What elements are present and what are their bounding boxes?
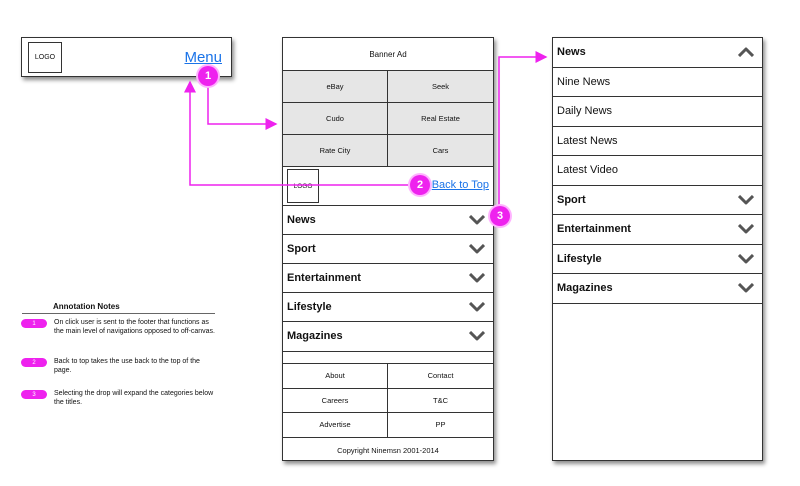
banner-ad: Banner Ad — [369, 49, 407, 59]
footer-link[interactable]: T&C — [388, 388, 493, 414]
header-logo: LOGO — [28, 42, 62, 73]
section-label: Magazines — [557, 282, 613, 295]
sub-item-daily-news[interactable]: Daily News — [553, 97, 762, 127]
partner-link[interactable]: Cars — [388, 135, 493, 167]
note-pill-2: 2 — [21, 358, 47, 367]
section-label: Magazines — [287, 330, 343, 342]
arrow-expand-drop — [498, 51, 548, 206]
back-to-top-link[interactable]: Back to Top — [431, 179, 489, 191]
section-label: Lifestyle — [557, 252, 602, 265]
footer-link[interactable]: Advertise — [283, 413, 388, 438]
footer-nav-wireframe: Banner Ad eBay Seek Cudo Real Estate Rat… — [282, 37, 494, 461]
copyright-text: Copyright Ninemsn 2001-2014 — [283, 437, 493, 462]
notes-title: Annotation Notes — [53, 302, 120, 311]
expanded-nav-wireframe: News Nine News Daily News Latest News La… — [552, 37, 763, 461]
section-row-sport[interactable]: Sport — [283, 234, 493, 263]
annotation-badge-2: 2 — [410, 175, 430, 195]
chevron-down-icon — [738, 224, 754, 234]
annotation-badge-1: 1 — [198, 66, 218, 86]
section-label: Lifestyle — [287, 301, 332, 313]
menu-link[interactable]: Menu — [184, 49, 222, 66]
chevron-down-icon — [469, 273, 485, 283]
footer-logo: LOGO — [287, 169, 319, 203]
chevron-down-icon — [738, 283, 754, 293]
partner-link[interactable]: Rate City — [283, 135, 388, 167]
section-row-magazines[interactable]: Magazines — [553, 274, 762, 304]
chevron-down-icon — [469, 244, 485, 254]
section-label: Entertainment — [287, 272, 361, 284]
sub-item-latest-news[interactable]: Latest News — [553, 127, 762, 156]
partner-links-grid: eBay Seek Cudo Real Estate Rate City Car… — [283, 70, 493, 167]
chevron-down-icon — [738, 253, 754, 264]
footer-link[interactable]: About — [283, 364, 388, 389]
section-row-entertainment[interactable]: Entertainment — [283, 263, 493, 292]
partner-link[interactable]: eBay — [283, 71, 388, 103]
section-label: Sport — [557, 193, 586, 206]
chevron-down-icon — [469, 331, 485, 341]
section-row-news[interactable]: News — [283, 205, 493, 234]
section-label: Entertainment — [557, 223, 631, 236]
note-text-1: On click user is sent to the footer that… — [54, 319, 215, 335]
sub-item-latest-video[interactable]: Latest Video — [553, 156, 762, 186]
note-pill-1: 1 — [21, 319, 47, 328]
footer-link[interactable]: Contact — [388, 364, 493, 389]
footer-link[interactable]: PP — [388, 413, 493, 438]
partner-link[interactable]: Seek — [388, 71, 493, 103]
footer-links-grid: About Contact Careers T&C Advertise PP — [283, 363, 493, 438]
section-row-sport[interactable]: Sport — [553, 186, 762, 215]
arrow-menu-to-footer — [207, 85, 278, 130]
annotation-badge-3: 3 — [490, 206, 510, 226]
note-pill-3: 3 — [21, 390, 47, 399]
section-label: Sport — [287, 243, 316, 255]
notes-divider — [22, 313, 215, 314]
chevron-down-icon — [738, 194, 754, 205]
section-row-news-expanded[interactable]: News — [553, 38, 762, 68]
chevron-down-icon — [469, 302, 485, 312]
section-row-entertainment[interactable]: Entertainment — [553, 215, 762, 245]
chevron-up-icon — [738, 47, 754, 58]
section-label: News — [287, 214, 316, 226]
partner-link[interactable]: Real Estate — [388, 103, 493, 135]
sub-item-nine-news[interactable]: Nine News — [553, 68, 762, 97]
divider — [283, 351, 493, 352]
note-text-2: Back to top takes the use back to the to… — [54, 358, 200, 374]
section-row-magazines[interactable]: Magazines — [283, 321, 493, 350]
header-wireframe: LOGO Menu — [21, 37, 232, 77]
footer-link[interactable]: Careers — [283, 388, 388, 414]
note-text-3: Selecting the drop will expand the categ… — [54, 390, 214, 406]
section-row-lifestyle[interactable]: Lifestyle — [283, 292, 493, 321]
partner-link[interactable]: Cudo — [283, 103, 388, 135]
section-row-lifestyle[interactable]: Lifestyle — [553, 245, 762, 274]
chevron-down-icon — [469, 215, 485, 225]
section-label: News — [557, 46, 586, 59]
